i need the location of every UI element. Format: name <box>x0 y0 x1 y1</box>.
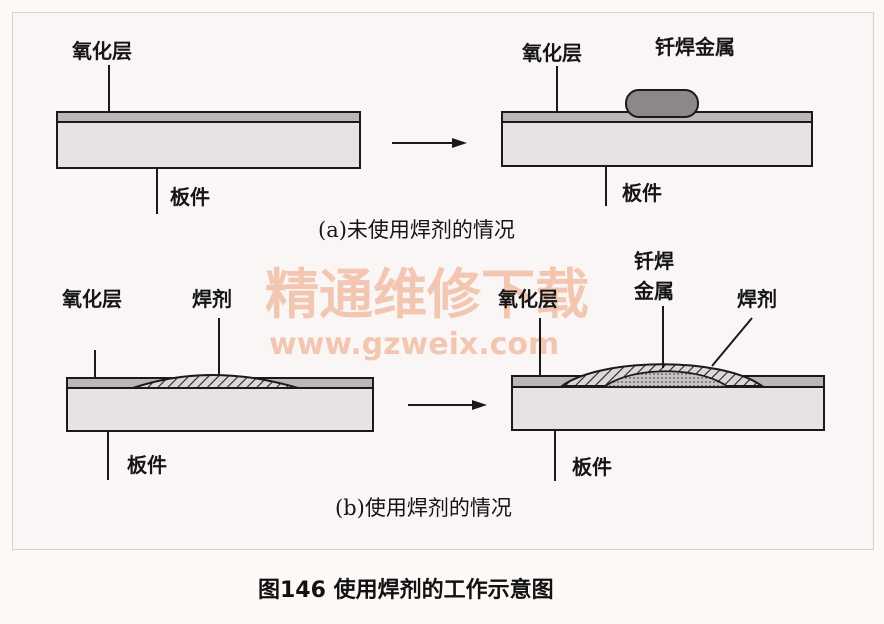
plate-label: 板件 <box>622 181 662 205</box>
plate-label: 板件 <box>170 185 210 209</box>
solder-label-line2: 金属 <box>633 279 674 303</box>
oxide-label: 氧化层 <box>521 41 582 65</box>
oxide-label: 氧化层 <box>61 287 122 311</box>
plate <box>511 385 825 431</box>
panel-a-right: 氧化层 钎焊金属 板件 <box>501 35 813 206</box>
solder-label-line1: 钎焊 <box>634 249 674 273</box>
flux-label: 焊剂 <box>737 287 777 311</box>
plate <box>56 120 361 169</box>
flux-layer <box>132 374 299 389</box>
watermark: 精通维修下载 www.gzweix.com <box>265 263 589 362</box>
oxide-layer <box>56 111 361 123</box>
oxide-label: 氧化层 <box>497 287 558 311</box>
diagram-frame <box>12 12 874 550</box>
panel-a-left: 氧化层 板件 <box>56 39 361 214</box>
solder-bead <box>625 89 699 118</box>
arrow-a <box>392 138 467 148</box>
oxide-label: 氧化层 <box>71 39 132 63</box>
plate <box>66 386 374 432</box>
caption-a: (a)未使用焊剂的情况 <box>318 218 515 242</box>
watermark-title: 精通维修下载 <box>265 263 589 326</box>
solder-metal <box>601 370 731 388</box>
plate <box>501 120 813 167</box>
arrow-b <box>408 400 487 410</box>
panel-b-left: 氧化层 焊剂 板件 <box>61 287 374 480</box>
watermark-url: www.gzweix.com <box>269 327 559 362</box>
flux-label: 焊剂 <box>192 287 232 311</box>
plate-label: 板件 <box>572 455 612 479</box>
solder-label: 钎焊金属 <box>655 35 735 59</box>
flux-leader-line <box>711 317 753 367</box>
panel-b-right: 氧化层 钎焊 金属 焊剂 板件 <box>497 249 825 481</box>
figure-caption: 图146 使用焊剂的工作示意图 <box>258 577 554 603</box>
plate-label: 板件 <box>127 453 167 477</box>
caption-b: (b)使用焊剂的情况 <box>335 496 512 520</box>
